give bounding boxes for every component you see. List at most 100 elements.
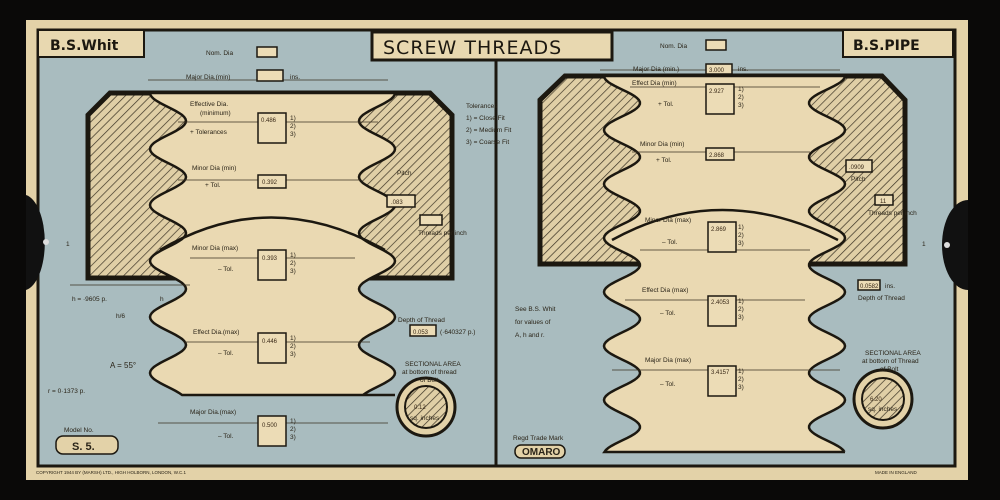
pipe-area-hatch	[861, 377, 905, 421]
right-side-mark: 1	[922, 241, 926, 248]
tolerance-mark: 2)	[738, 232, 744, 239]
whit-pitch-label: Pitch	[397, 170, 412, 177]
whit-plus-tolerances: + Tolerances	[190, 129, 228, 136]
whit-h-label: h	[160, 296, 164, 303]
whit-pitch-value: .083	[391, 200, 403, 206]
tolerance-mark: 2)	[290, 426, 296, 433]
pipe-plus-tol-1: + Tol.	[658, 101, 674, 108]
tolerance-mark: 2)	[290, 123, 296, 130]
left-side-mark: 1	[66, 241, 70, 248]
whit-bolt-section	[148, 91, 397, 397]
card-title: SCREW THREADS	[383, 37, 562, 59]
trade-mark-label: Regd Trade Mark	[513, 435, 564, 442]
tolerance-mark: 2)	[290, 343, 296, 350]
pipe-bolt-end-arc	[611, 208, 839, 242]
pipe-threads-value: 11	[880, 199, 887, 205]
whit-sectional-area-line3: of Bolt	[420, 377, 439, 384]
bs-pipe-label: B.S.PIPE	[853, 38, 920, 54]
tolerance-mark: 1)	[738, 86, 744, 93]
trade-mark-logo: OMARO	[522, 447, 561, 458]
title-box	[370, 30, 614, 62]
whit-angle-formula: A = 55°	[110, 361, 136, 370]
pipe-pitch-label: Pitch	[851, 176, 866, 183]
whit-bolt-end-arc	[159, 216, 386, 252]
tolerance-close-fit: 1) = Close Fit	[466, 115, 505, 122]
pipe-depth-ins: ins.	[885, 283, 895, 290]
tolerance-mark: 3)	[290, 434, 296, 441]
made-in-england: MADE IN ENGLAND	[875, 470, 918, 475]
whit-minor-min-value: 0.392	[262, 180, 278, 186]
pipe-bolt-section	[602, 74, 847, 454]
tolerance-mark: 2)	[738, 376, 744, 383]
whit-minor-dia-max-label: Minor Dia (max)	[192, 245, 238, 252]
tolerance-mark: 1)	[738, 368, 744, 375]
pipe-minus-tol-2: – Tol.	[660, 310, 676, 317]
pipe-ins: ins.	[738, 66, 748, 73]
tolerance-mark: 1)	[738, 224, 744, 231]
pipe-see-note-3: A, h and r.	[515, 332, 545, 339]
pipe-sectional-area-line2: at bottom of Thread	[862, 358, 919, 365]
tolerance-mark: 3)	[738, 314, 744, 321]
right-slider-notch[interactable]	[942, 200, 968, 290]
pipe-plus-tol-2: + Tol.	[656, 157, 672, 164]
tolerance-coarse-fit: 3) = Coarse Fit	[466, 139, 509, 146]
whit-text: Nom. Dia Major Dia.(min) ins. Effective …	[48, 50, 475, 440]
tolerances-heading: Tolerances	[466, 103, 498, 110]
tolerance-mark: 2)	[738, 94, 744, 101]
pipe-depth-label: Depth of Thread	[858, 295, 905, 302]
pipe-sectional-area-title: SECTIONAL AREA	[865, 350, 921, 357]
pipe-minor-dia-max-label: Minor Dia (max)	[645, 217, 691, 224]
pipe-threads-per-inch: Threads per inch	[868, 210, 917, 217]
pipe-major-max-value: 3.4157	[711, 370, 730, 376]
model-number-label: Model No.	[64, 427, 94, 434]
whit-minus-tol-1: – Tol.	[218, 266, 234, 273]
model-number-box	[55, 435, 119, 455]
pipe-nom-dia-label: Nom. Dia	[660, 43, 687, 50]
trade-mark-box	[514, 444, 566, 459]
tolerance-mark: 3)	[290, 268, 296, 275]
copyright-text: COPYRIGHT 1944 BY (MARSH) LTD., HIGH HOL…	[36, 470, 187, 475]
model-number-value: S. 5.	[72, 441, 95, 453]
tolerance-mark: 3)	[738, 384, 744, 391]
pipe-effect-max-value: 2.4053	[711, 300, 730, 306]
tolerance-mark: 1)	[290, 418, 296, 425]
tolerance-mark: 3)	[738, 102, 744, 109]
pipe-sq-inches: sq. inches	[868, 406, 898, 413]
tolerance-mark: 2)	[290, 260, 296, 267]
left-slider-notch[interactable]	[26, 195, 45, 290]
pipe-major-min-value: 3.000	[709, 68, 725, 74]
pipe-effect-dia-max-label: Effect Dia (max)	[642, 287, 688, 294]
whit-ins: ins.	[290, 74, 300, 81]
pipe-text: Nom. Dia Major Dia (min.) 3.000 ins. Eff…	[515, 43, 921, 413]
pipe-minor-max-value: 2.869	[711, 227, 727, 233]
value-windows	[256, 39, 894, 447]
whit-major-max-value: 0.500	[262, 423, 278, 429]
tolerance-mark: 2)	[738, 306, 744, 313]
whit-effective-dia-label: Effective Dia.	[190, 101, 228, 108]
bs-whit-label-box	[37, 29, 145, 58]
whit-effective-value: 0.486	[261, 118, 277, 124]
pipe-area-value: 6.20	[870, 397, 882, 403]
whit-minor-max-value: 0.393	[262, 256, 278, 262]
whit-effect-max-value: 0.446	[262, 339, 278, 345]
pipe-effect-dia-min-label: Effect Dia (min)	[632, 80, 677, 87]
tolerance-mark: 1)	[738, 298, 744, 305]
pipe-minus-tol-1: – Tol.	[662, 239, 678, 246]
tolerance-mark: 3)	[290, 351, 296, 358]
whit-sq-inches: sq. inches	[410, 415, 440, 422]
whit-depth-value: 0.053	[413, 330, 429, 336]
whit-minor-dia-min-label: Minor Dia (min)	[192, 165, 236, 172]
right-rivet-icon	[944, 242, 950, 248]
whit-sectional-area-line2: at bottom of thread	[402, 369, 457, 376]
whit-minus-tol-2: – Tol.	[218, 350, 234, 357]
pipe-minus-tol-3: – Tol.	[660, 381, 676, 388]
pipe-effect-min-value: 2.927	[709, 89, 725, 95]
pipe-minor-min-value: 2.868	[709, 153, 725, 159]
whit-threads-per-inch: Threads per inch	[418, 230, 467, 237]
whit-plus-tol: + Tol.	[205, 182, 221, 189]
bs-whit-label: B.S.Whit	[50, 38, 119, 54]
whit-minus-tol-3: – Tol.	[218, 433, 234, 440]
left-rivet-icon	[43, 239, 49, 245]
tolerance-mark: 1)	[290, 115, 296, 122]
